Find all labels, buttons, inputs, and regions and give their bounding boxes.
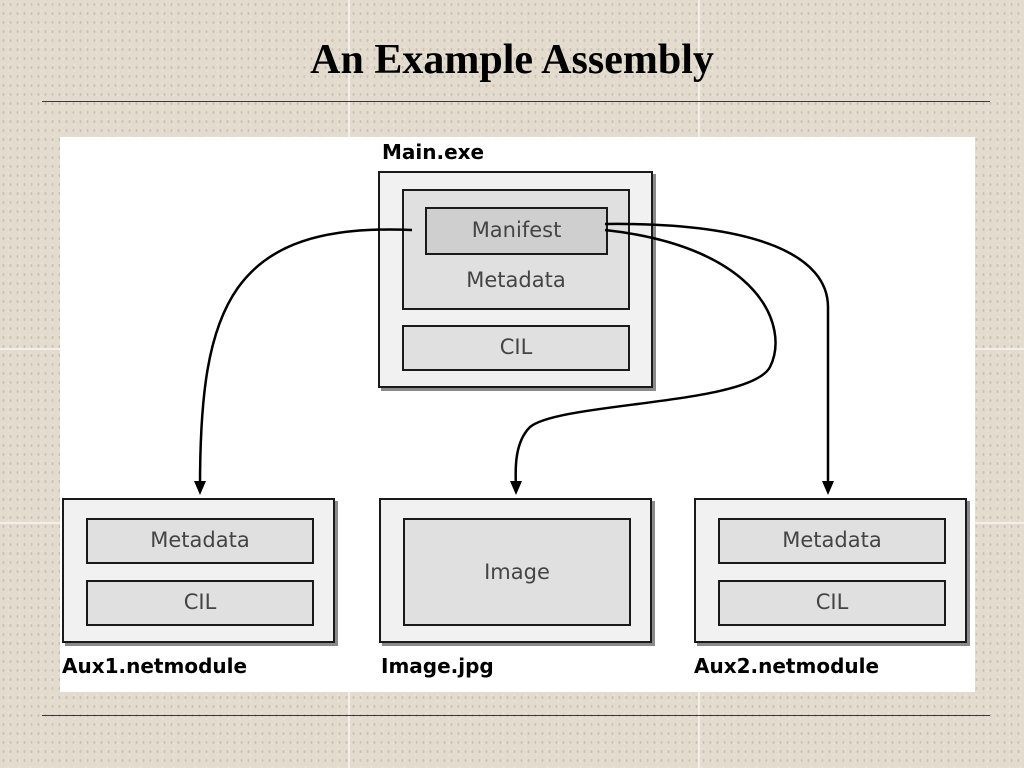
main-cil-box: CIL <box>402 325 630 371</box>
aux2-metadata-box: Metadata <box>718 518 946 564</box>
main-exe-label: Main.exe <box>382 140 485 164</box>
image-file-label: Image.jpg <box>381 654 494 678</box>
assembly-diagram: Main.exe Manifest Metadata CIL Metadata … <box>60 137 975 692</box>
arrow-to-aux2 <box>604 222 830 487</box>
aux1-cil-box: CIL <box>86 580 314 626</box>
arrow-to-image <box>514 228 777 488</box>
main-metadata-label: Metadata <box>466 268 566 292</box>
image-file-module: Image <box>379 498 652 643</box>
aux1-cil-label: CIL <box>183 590 217 614</box>
slide-title: An Example Assembly <box>310 37 714 83</box>
manifest-label: Manifest <box>471 218 562 242</box>
reference-arrows <box>194 222 834 495</box>
aux2-file-label: Aux2.netmodule <box>694 654 880 678</box>
image-label: Image <box>484 560 550 584</box>
aux1-file-label: Aux1.netmodule <box>62 654 248 678</box>
aux2-cil-box: CIL <box>718 580 946 626</box>
aux2-metadata-label: Metadata <box>782 528 882 552</box>
aux2-cil-label: CIL <box>815 590 849 614</box>
arrowhead-image <box>510 481 522 495</box>
main-cil-label: CIL <box>499 335 533 359</box>
footer-rule <box>42 715 990 716</box>
manifest-box: Manifest <box>425 207 608 255</box>
main-exe-module: Manifest Metadata CIL <box>378 171 653 388</box>
arrowhead-aux1 <box>194 481 206 495</box>
arrow-to-aux1 <box>198 228 413 488</box>
aux1-metadata-box: Metadata <box>86 518 314 564</box>
aux1-metadata-label: Metadata <box>150 528 250 552</box>
main-metadata-box: Manifest Metadata <box>402 189 630 310</box>
aux1-module: Metadata CIL <box>62 498 335 643</box>
title-rule <box>42 101 990 102</box>
aux2-module: Metadata CIL <box>694 498 967 643</box>
image-box: Image <box>403 518 631 626</box>
arrowhead-aux2 <box>822 481 834 495</box>
